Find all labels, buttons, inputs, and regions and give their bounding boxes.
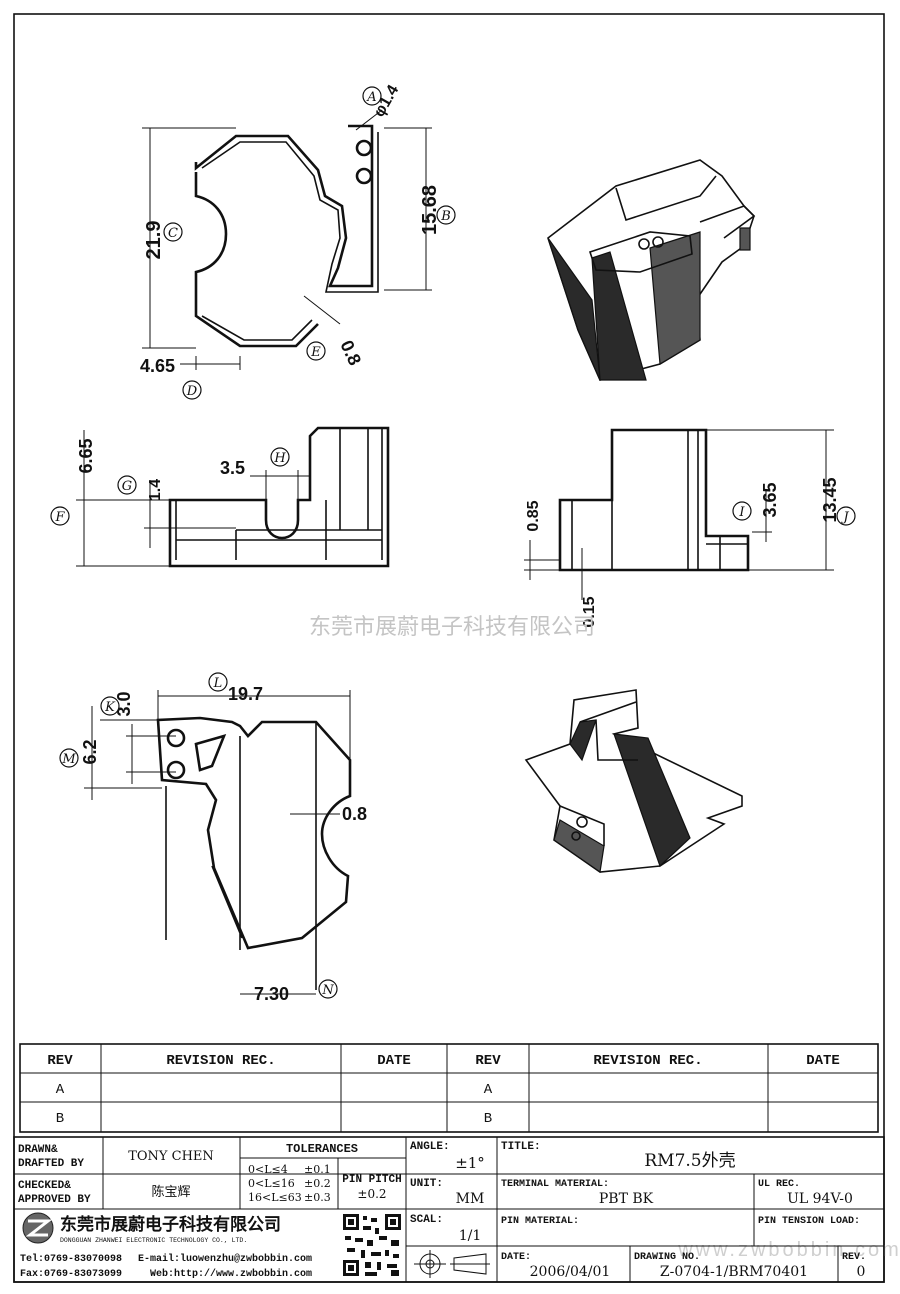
bubble-a: A bbox=[366, 90, 376, 105]
bubble-l: L bbox=[213, 676, 223, 691]
dim-6.65: 6.65 bbox=[76, 438, 96, 473]
checked-label-2: APPROVED BY bbox=[18, 1194, 91, 1206]
pin-pitch-value: ±0.2 bbox=[357, 1187, 386, 1201]
bubble-g: G bbox=[122, 479, 132, 494]
bubble-j: J bbox=[840, 510, 849, 525]
tol-range-3: 16<L≤63 bbox=[248, 1191, 302, 1204]
rev-header-2: REV bbox=[475, 1053, 501, 1069]
pin-tension-label: PIN TENSION LOAD: bbox=[758, 1216, 860, 1227]
terminal-material-value: PBT BK bbox=[599, 1191, 654, 1207]
date-label: DATE: bbox=[501, 1252, 531, 1263]
drawn-label-1: DRAWN& bbox=[18, 1144, 58, 1156]
bubble-b: B bbox=[440, 209, 451, 224]
dim-19.7: 19.7 bbox=[228, 684, 263, 704]
iso-view-bottom bbox=[524, 689, 743, 874]
drawing-no-label: DRAWING NO. bbox=[634, 1252, 700, 1263]
tol-range-2: 0<L≤16 bbox=[248, 1177, 295, 1190]
watermark-url: www.zwbobbin.com bbox=[677, 1239, 900, 1261]
revision-table: REV REVISION REC. DATE REV REVISION REC.… bbox=[19, 1043, 879, 1133]
company-email: E-mail:luowenzhu@zwbobbin.com bbox=[138, 1253, 312, 1265]
ul-rec-label: UL REC. bbox=[758, 1179, 800, 1190]
pin-material-label: PIN MATERIAL: bbox=[501, 1216, 579, 1227]
dim-0.8-bottom: 0.8 bbox=[342, 804, 367, 824]
rev-row-a-right: A bbox=[484, 1082, 493, 1098]
angle-value: ±1° bbox=[455, 1154, 485, 1172]
bubble-h: H bbox=[273, 451, 286, 466]
rev-row-b-right: B bbox=[484, 1111, 492, 1127]
date-header-2: DATE bbox=[806, 1053, 840, 1069]
top-view: 21.9 15.68 4.65 0.8 φ1.4 bbox=[140, 82, 441, 376]
dim-0.15: 0.15 bbox=[581, 596, 598, 627]
rev-row-b-left: B bbox=[56, 1111, 64, 1127]
unit-label: UNIT: bbox=[410, 1178, 443, 1190]
company-name-cn: 东莞市展蔚电子科技有限公司 bbox=[60, 1214, 281, 1234]
drawn-by-value: TONY CHEN bbox=[128, 1149, 214, 1164]
company-tel: Tel:0769-83070098 bbox=[20, 1253, 122, 1265]
dim-0.85: 0.85 bbox=[525, 500, 542, 531]
revision-rec-header-2: REVISION REC. bbox=[593, 1053, 702, 1069]
bubble-c: C bbox=[168, 226, 178, 241]
company-name-en: DONGGUAN ZHANWEI ELECTRONIC TECHNOLOGY C… bbox=[60, 1237, 247, 1244]
rev-value: 0 bbox=[857, 1264, 866, 1280]
scale-label: SCAL: bbox=[410, 1214, 443, 1226]
bubble-n: N bbox=[321, 983, 334, 998]
revision-rec-header-1: REVISION REC. bbox=[166, 1053, 275, 1069]
date-value: 2006/04/01 bbox=[530, 1264, 611, 1280]
tol-range-1: 0<L≤4 bbox=[248, 1163, 288, 1176]
rev-label: REV. bbox=[842, 1252, 866, 1263]
tolerances-label: TOLERANCES bbox=[286, 1142, 358, 1156]
company-logo bbox=[22, 1212, 54, 1244]
qr-code bbox=[341, 1212, 403, 1278]
approved-by-value: 陈宝辉 bbox=[151, 1184, 190, 1199]
checked-label-1: CHECKED& bbox=[18, 1180, 71, 1192]
tol-value-2: ±0.2 bbox=[304, 1177, 331, 1190]
dim-21.9: 21.9 bbox=[143, 221, 165, 260]
pin-pitch-label: PIN PITCH bbox=[342, 1174, 401, 1186]
bubble-m: M bbox=[61, 752, 76, 767]
ul-rec-value: UL 94V-0 bbox=[787, 1191, 853, 1207]
dim-3.65: 3.65 bbox=[760, 482, 780, 517]
tol-value-1: ±0.1 bbox=[304, 1163, 331, 1176]
dim-13.45: 13.45 bbox=[820, 477, 840, 522]
sheet-border bbox=[13, 13, 885, 1283]
angle-label: ANGLE: bbox=[410, 1141, 450, 1153]
scale-value: 1/1 bbox=[459, 1228, 482, 1244]
dim-0.8-top: 0.8 bbox=[336, 337, 365, 368]
bubble-i: I bbox=[738, 505, 745, 520]
dim-3.0: 3.0 bbox=[114, 691, 134, 716]
tol-value-3: ±0.3 bbox=[304, 1191, 331, 1204]
company-fax: Fax:0769-83073099 bbox=[20, 1269, 122, 1280]
dim-3.5: 3.5 bbox=[220, 458, 245, 478]
dim-7.30: 7.30 bbox=[254, 984, 289, 1004]
rev-header-1: REV bbox=[47, 1053, 73, 1069]
title-label: TITLE: bbox=[501, 1141, 541, 1153]
dim-4.65: 4.65 bbox=[140, 356, 175, 376]
drawn-label-2: DRAFTED BY bbox=[18, 1158, 84, 1170]
dim-15.68: 15.68 bbox=[419, 185, 441, 235]
title-block: DRAWN& DRAFTED BY TONY CHEN CHECKED& APP… bbox=[13, 1136, 885, 1283]
dim-6.2: 6.2 bbox=[80, 739, 100, 764]
bubble-f: F bbox=[54, 510, 65, 525]
projection-symbol-icon bbox=[414, 1250, 490, 1278]
side-view: 13.45 3.65 0.85 0.15 bbox=[524, 428, 840, 628]
bubble-e: E bbox=[310, 345, 321, 360]
watermark-company: 东莞市展蔚电子科技有限公司 bbox=[309, 614, 595, 639]
rev-row-a-left: A bbox=[56, 1082, 65, 1098]
bubble-d: D bbox=[186, 384, 198, 399]
bubble-k: K bbox=[104, 700, 116, 715]
bottom-view: 3.0 6.2 19.7 0.8 7.30 bbox=[80, 684, 367, 1004]
front-view: 6.65 1.4 3.5 bbox=[76, 426, 390, 568]
dim-1.4: 1.4 bbox=[147, 479, 164, 501]
drawing-no-value: Z-0704-1/BRM70401 bbox=[660, 1264, 808, 1280]
bubbles: A B C D E F G H I J K L M N bbox=[50, 86, 856, 999]
unit-value: MM bbox=[456, 1191, 485, 1207]
title-value: RM7.5外壳 bbox=[644, 1151, 735, 1171]
date-header-1: DATE bbox=[377, 1053, 411, 1069]
iso-view-top bbox=[547, 159, 756, 381]
company-web: Web:http://www.zwbobbin.com bbox=[150, 1268, 312, 1280]
terminal-material-label: TERMINAL MATERIAL: bbox=[501, 1179, 609, 1190]
